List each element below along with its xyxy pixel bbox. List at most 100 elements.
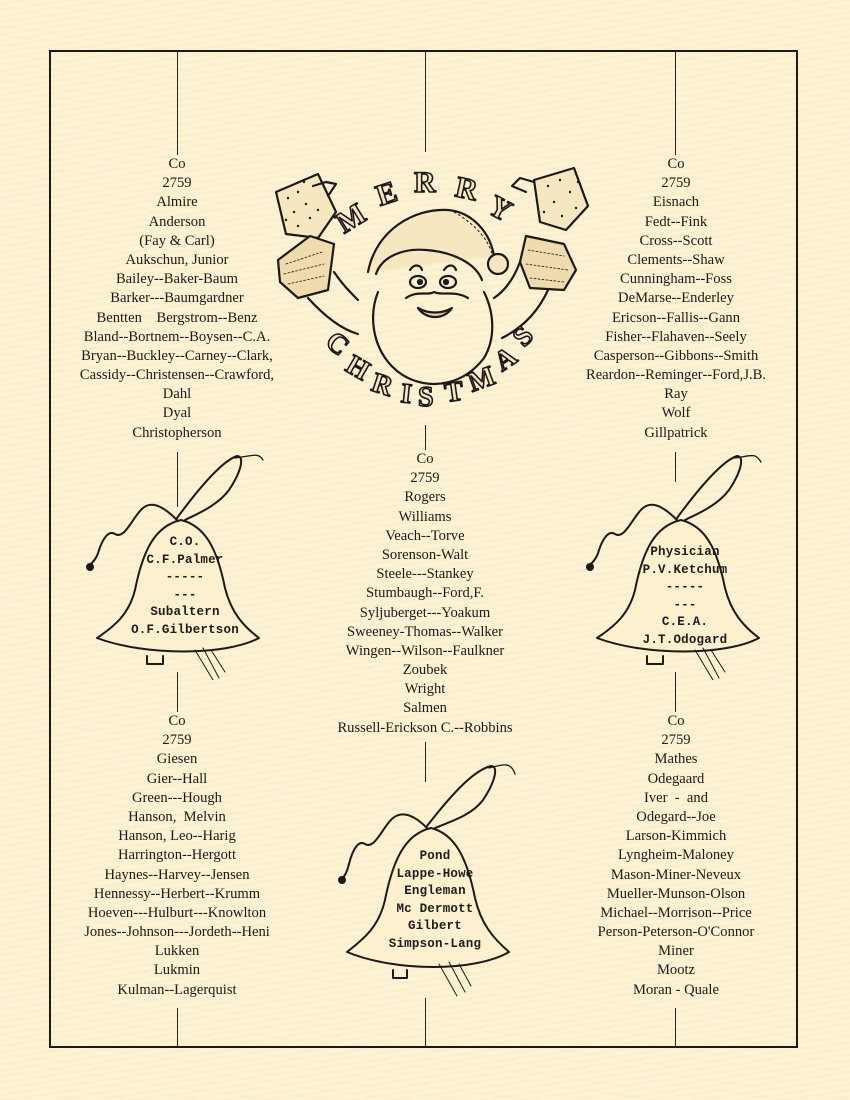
list-item: Moran - Quale — [633, 981, 719, 998]
list-item: Harrington--Hergott — [117, 847, 237, 864]
bell-icon — [86, 454, 264, 681]
list-item: Cunningham--Foss — [620, 271, 732, 288]
svg-text:Y: Y — [483, 189, 518, 228]
list-item: Christopherson — [132, 424, 222, 441]
list-item: Lyngheim-Maloney — [618, 847, 734, 864]
list-item: Mathes — [654, 751, 698, 768]
list-item: Dahl — [162, 386, 192, 403]
bell-line: C.F.Palmer — [146, 552, 224, 567]
list-item: Co — [168, 713, 186, 729]
bell-bottom: Pond Lappe-Howe Engleman Mc Dermott Gilb… — [335, 760, 535, 1000]
svg-text:A: A — [489, 340, 524, 377]
list-item: Reardon--Reminger--Ford,J.B. — [585, 367, 767, 384]
list-item: (Fay & Carl) — [139, 232, 215, 249]
list-item: Co — [667, 713, 685, 729]
bell-line: Gilbert — [408, 919, 462, 933]
connector-line — [177, 52, 178, 155]
page-border — [49, 50, 798, 1048]
list-item: Co — [168, 156, 186, 172]
list-item: Gier--Hall — [146, 770, 208, 787]
svg-text:T: T — [443, 376, 466, 409]
list-item: Salmen — [403, 700, 447, 717]
list-item: Jones--Johnson---Jordeth--Heni — [84, 924, 270, 941]
list-item: Aukschun, Junior — [125, 251, 229, 268]
list-item: Bryan--Buckley--Carney--Clark, — [81, 347, 273, 364]
list-item: Hanson, Leo--Harig — [118, 828, 236, 845]
list-item: Veach--Torve — [385, 527, 465, 544]
list-item: Lukmin — [153, 962, 201, 979]
list-item: Odegard--Joe — [636, 808, 716, 825]
bell-line: Engleman — [404, 884, 466, 898]
bell-line: Mc Dermott — [396, 901, 474, 916]
name-list-bottom-left: Co 2759 Giesen Gier--Hall Green---Hough … — [84, 712, 270, 1000]
list-item: 2759 — [661, 732, 691, 749]
list-item: Anderson — [148, 213, 206, 230]
svg-text:S: S — [418, 382, 434, 413]
list-item: DeMarse--Enderley — [618, 290, 734, 307]
list-item: Eisnach — [652, 194, 700, 211]
bell-line: Lappe-Howe — [396, 866, 474, 881]
list-item: Bentten Bergstrom--Benz — [96, 309, 258, 326]
list-item: Cross--Scott — [639, 232, 713, 249]
bell-inscription: Pond Lappe-Howe Engleman Mc Dermott Gilb… — [335, 848, 535, 953]
list-item: Zoubek — [402, 662, 448, 679]
list-item: Wright — [404, 681, 446, 698]
name-list-center: Co 2759 Rogers Williams Veach--Torve Sor… — [337, 450, 512, 738]
list-item: Ray — [664, 386, 688, 403]
bell-inscription: Physician P.V.Ketchum ----- --- C.E.A. J… — [585, 544, 785, 649]
list-item: Sorenson-Walt — [381, 546, 469, 563]
list-item: Odegaard — [647, 770, 705, 787]
list-item: Co — [416, 451, 434, 467]
bell-icon — [586, 454, 762, 681]
name-list-bottom-right: Co 2759 Mathes Odegaard Iver - and Odega… — [598, 712, 755, 1000]
list-item: 2759 — [162, 175, 192, 192]
bell-line: Physician — [650, 545, 720, 559]
list-item: Wingen--Wilson--Faulkner — [345, 642, 505, 659]
list-item: Ericson--Fallis--Gann — [611, 309, 741, 326]
list-item: Iver - and — [643, 789, 709, 806]
list-item: Barker---Baumgardner — [110, 290, 244, 307]
list-item: Larson-Kimmich — [625, 828, 727, 845]
connector-line — [675, 52, 676, 155]
connector-line — [177, 672, 178, 712]
connector-line — [675, 672, 676, 712]
name-list-top-right: Co 2759 Eisnach Fedt--Fink Cross--Scott … — [586, 155, 766, 443]
bell-line: ----- — [665, 580, 705, 594]
bell-inscription: C.O. C.F.Palmer ----- --- Subaltern O.F.… — [85, 534, 285, 639]
list-item: Cassidy--Christensen--Crawford, — [79, 367, 275, 384]
santa-claus-icon: M E R R Y C H R I S T M A S — [258, 152, 592, 414]
list-item: 2759 — [410, 470, 440, 487]
list-item: Mootz — [656, 962, 696, 979]
list-item: Hoeven---Hulburt---Knowlton — [87, 904, 267, 921]
list-item: Mueller-Munson-Olson — [606, 885, 746, 902]
list-item: Giesen — [156, 751, 198, 768]
bell-line: O.F.Gilbertson — [131, 622, 239, 637]
connector-line — [425, 425, 426, 450]
list-item: Dyal — [162, 405, 192, 422]
list-item: Lukken — [154, 943, 200, 960]
list-item: Fisher--Flahaven--Seely — [605, 328, 747, 345]
connector-line — [425, 998, 426, 1048]
list-item: Almire — [156, 194, 198, 211]
svg-text:I: I — [399, 378, 413, 410]
svg-text:R: R — [368, 367, 398, 403]
list-item: Fedt--Fink — [644, 213, 708, 230]
connector-line — [675, 1008, 676, 1048]
list-item: 2759 — [661, 175, 691, 192]
list-item: Michael--Morrison--Price — [600, 904, 752, 921]
connector-line — [177, 1008, 178, 1048]
list-item: Bland--Bortnem--Boysen--C.A. — [83, 328, 271, 345]
bell-line: --- — [673, 597, 697, 612]
list-item: Steele---Stankey — [376, 566, 474, 583]
list-item: Hennessy--Herbert--Krumm — [93, 885, 261, 902]
list-item: Clements--Shaw — [627, 251, 725, 268]
name-list-top-left: Co 2759 Almire Anderson (Fay & Carl) Auk… — [80, 155, 274, 443]
bell-icon — [338, 764, 516, 997]
list-item: Bailey--Baker-Baum — [115, 271, 239, 288]
list-item: Stumbaugh--Ford,F. — [365, 585, 485, 602]
list-item: Williams — [398, 508, 452, 525]
list-item: Syljuberget---Yoakum — [359, 604, 491, 621]
svg-text:E: E — [372, 175, 401, 213]
bell-line: P.V.Ketchum — [642, 562, 728, 577]
list-item: Miner — [658, 943, 694, 960]
